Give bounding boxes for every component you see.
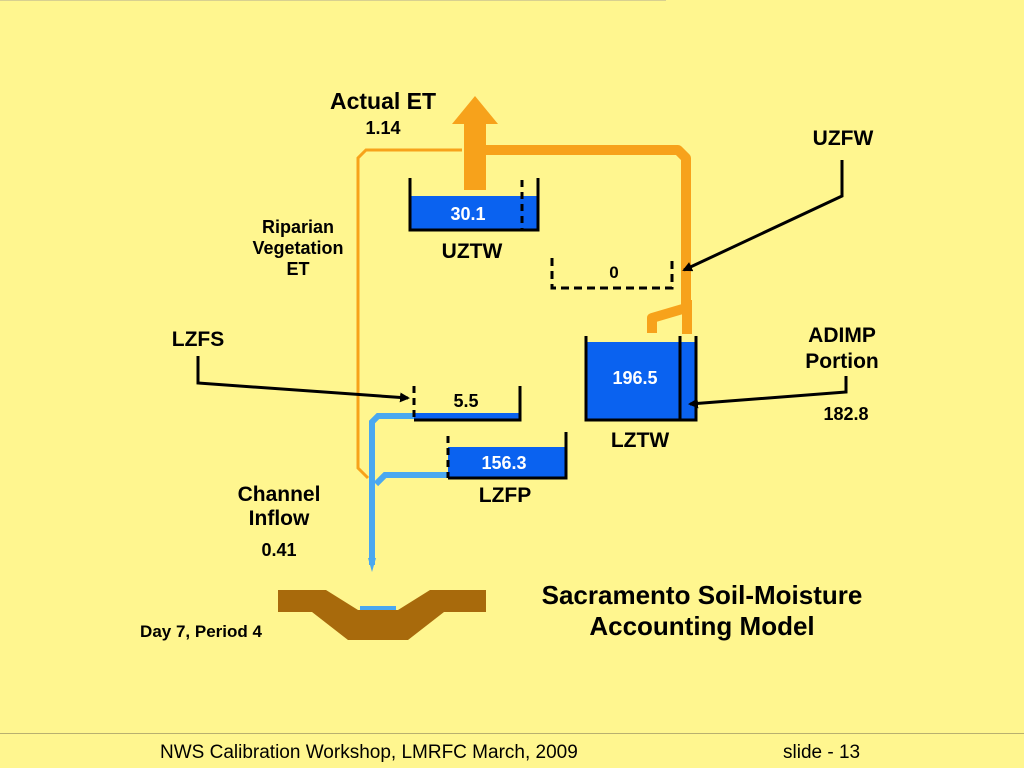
lzfs-store: 5.5 (412, 386, 522, 422)
lzfs-value: 5.5 (453, 391, 478, 411)
riparian-label-2: Vegetation (252, 238, 343, 258)
riparian-label-3: ET (286, 259, 309, 279)
adimp-label-2: Portion (805, 350, 879, 373)
lztw-water (586, 342, 696, 420)
uzfw-value: 0 (609, 263, 618, 282)
channel-cross-section (278, 590, 486, 640)
lzfs-water (414, 413, 520, 420)
adimp-callout-arrow (688, 376, 848, 409)
lzfp-value: 156.3 (481, 453, 526, 473)
lztw-et-flow (486, 145, 691, 333)
model-title-line-2: Accounting Model (589, 611, 814, 641)
lzfs-label: LZFS (172, 328, 225, 351)
lztw-value: 196.5 (612, 368, 657, 388)
lzfp-container (448, 432, 568, 480)
lzfp-outflow (373, 472, 448, 487)
footer-divider (0, 733, 1024, 734)
top-rule (0, 0, 666, 1)
footer-workshop-text: NWS Calibration Workshop, LMRFC March, 2… (160, 742, 578, 763)
channel-inflow-value: 0.41 (261, 540, 296, 560)
lzfs-callout-arrow (196, 356, 410, 403)
uztw-value: 30.1 (450, 204, 485, 224)
uzfw-container (550, 258, 674, 290)
uztw-water (410, 196, 538, 230)
riparian-et-flow (356, 148, 462, 480)
actual-et-label: Actual ET (330, 88, 436, 114)
lzfp-store: 156.3 LZFP (446, 432, 568, 507)
model-title-line-1: Sacramento Soil-Moisture (542, 580, 863, 610)
uzfw-store: 0 (550, 258, 674, 290)
channel-inflow-label-1: Channel (238, 483, 321, 506)
lzfp-water (448, 447, 566, 478)
uztw-label: UZTW (442, 240, 503, 263)
sac-sma-diagram: 30.1 UZTW 0 196.5 LZTW 5.5 156 (140, 88, 879, 641)
adimp-value: 182.8 (823, 404, 868, 424)
lztw-container (584, 336, 698, 422)
uzfw-label: UZFW (813, 127, 874, 150)
lztw-store: 196.5 LZTW (584, 336, 698, 452)
lzfs-container (414, 386, 522, 422)
footer-slide-number: slide - 13 (783, 742, 861, 763)
channel-water (360, 606, 396, 610)
lzfs-outflow (369, 413, 414, 565)
uztw-container (408, 178, 540, 232)
lztw-label: LZTW (611, 429, 669, 452)
uztw-store: 30.1 UZTW (408, 178, 540, 263)
channel-inflow-arrow (368, 558, 376, 572)
uztw-et-stem (464, 118, 486, 190)
lzfp-label: LZFP (479, 484, 532, 507)
day-period-label: Day 7, Period 4 (140, 622, 262, 641)
channel-inflow-label-2: Inflow (249, 507, 310, 530)
actual-et-value: 1.14 (365, 118, 400, 138)
lztw-et-connector (682, 300, 692, 334)
riparian-label-1: Riparian (262, 217, 334, 237)
adimp-label-1: ADIMP (808, 324, 876, 347)
actual-et-arrow (452, 96, 498, 124)
uzfw-callout-arrow (682, 160, 844, 272)
